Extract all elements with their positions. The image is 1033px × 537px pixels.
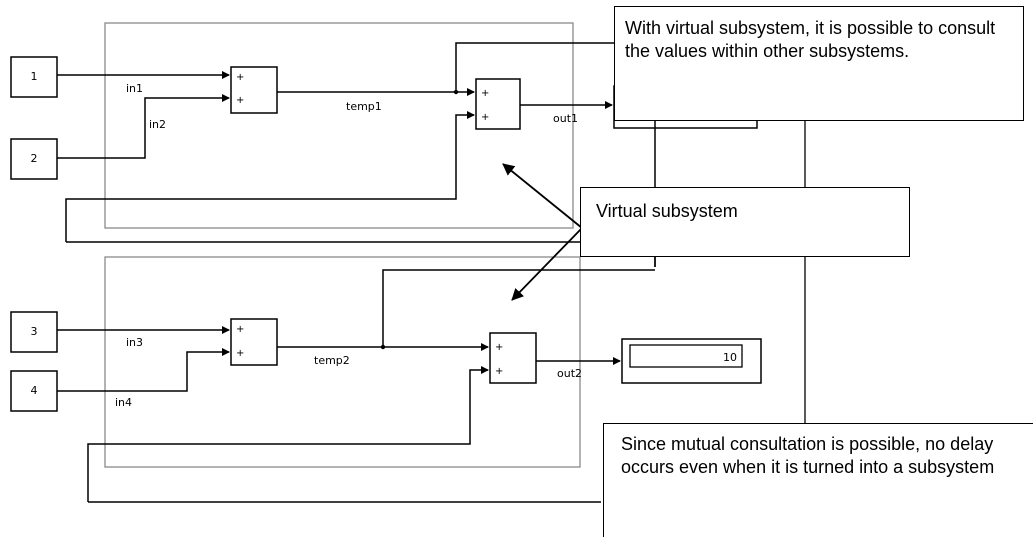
svg-text:+: +	[236, 72, 244, 83]
callout-virtual-subsystem: Virtual subsystem	[580, 187, 910, 257]
sum-block-4[interactable]: + +	[489, 332, 537, 384]
callout-virtual-subsystem-text: Virtual subsystem	[596, 201, 738, 221]
inport-3[interactable]: 3	[10, 311, 58, 353]
label-in2: in2	[149, 118, 166, 131]
display-value: 10	[723, 351, 737, 364]
label-in4: in4	[115, 396, 132, 409]
display-value-field	[629, 344, 743, 368]
signal-in2	[57, 94, 230, 159]
signal-lines-subsystem-2	[57, 269, 655, 503]
display-block-2[interactable]: 10	[621, 338, 762, 384]
inport-3-label: 3	[31, 325, 38, 338]
signal-bottom-loop-1	[66, 241, 656, 267]
inport-1[interactable]: 1	[10, 56, 58, 98]
virtual-subsystem-1-frame	[104, 22, 574, 229]
inport-1-label: 1	[31, 70, 38, 83]
callout-virtual-consult-text: With virtual subsystem, it is possible t…	[625, 18, 996, 61]
callout-no-delay: Since mutual consultation is possible, n…	[603, 423, 1033, 537]
svg-text:+: +	[481, 112, 489, 123]
pointer-arrow-subsystem-1	[502, 163, 583, 229]
signal-lines-subsystem-1	[57, 42, 656, 267]
inport-2-label: 2	[31, 152, 38, 165]
signal-in4	[57, 348, 230, 392]
inport-4-label: 4	[31, 384, 38, 397]
svg-text:+: +	[236, 95, 244, 106]
sum-block-3[interactable]: + +	[230, 318, 278, 366]
callout-virtual-consult: With virtual subsystem, it is possible t…	[614, 6, 1024, 121]
svg-text:+: +	[495, 342, 503, 353]
signal-feedback-out2-to-sum2	[65, 111, 475, 242]
label-temp2: temp2	[314, 354, 350, 367]
label-out2: out2	[557, 367, 582, 380]
inport-2[interactable]: 2	[10, 138, 58, 180]
label-temp1: temp1	[346, 100, 382, 113]
svg-text:+: +	[236, 348, 244, 359]
pointer-arrow-subsystem-2	[511, 227, 583, 301]
label-in3: in3	[126, 336, 143, 349]
signal-temp2-to-sum2	[455, 42, 656, 267]
sum-block-2[interactable]: + +	[475, 78, 521, 130]
label-in1: in1	[126, 82, 143, 95]
svg-text:+: +	[495, 366, 503, 377]
callout-no-delay-text: Since mutual consultation is possible, n…	[621, 434, 995, 477]
inport-4[interactable]: 4	[10, 370, 58, 412]
svg-text:+: +	[236, 324, 244, 335]
sum-block-1[interactable]: + +	[230, 66, 278, 114]
signal-feedback-to-sum4	[87, 366, 489, 502]
virtual-subsystem-2-frame	[104, 256, 581, 468]
signal-temp2-branch	[382, 269, 655, 347]
label-out1: out1	[553, 112, 578, 125]
svg-text:+: +	[481, 88, 489, 99]
